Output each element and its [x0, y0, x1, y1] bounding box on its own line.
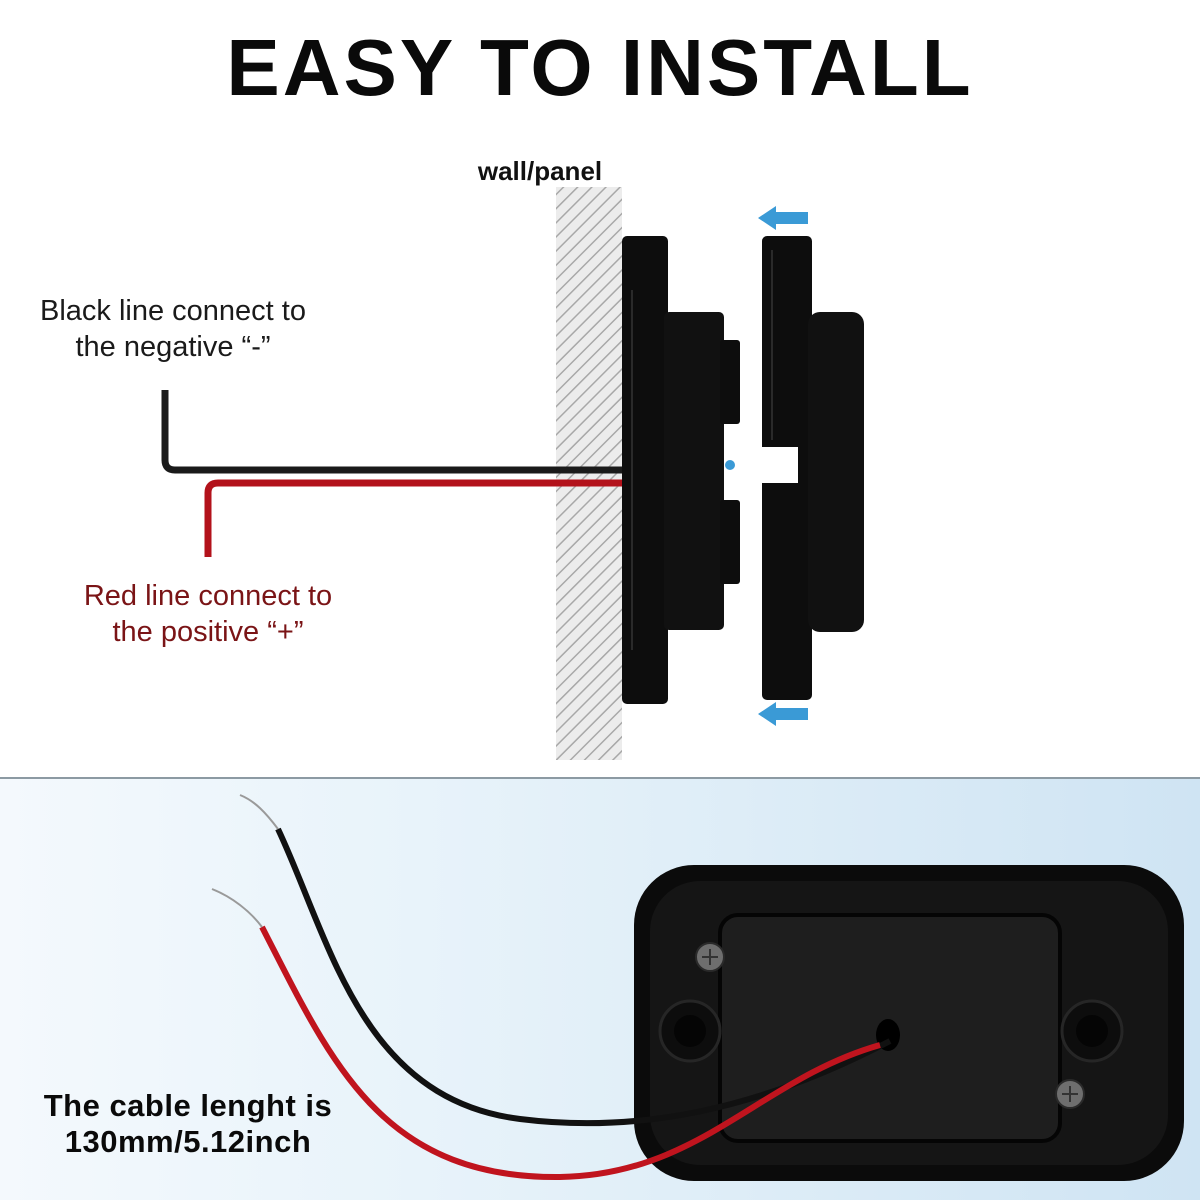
- red-cable-tip: [211, 888, 263, 928]
- product-back-illustration: [211, 794, 1184, 1181]
- red-line-note: Red line connect to the positive “+”: [58, 578, 358, 651]
- cable-length-note: The cable lenght is 130mm/5.12inch: [8, 1088, 368, 1159]
- black-note-line-2: the negative “-”: [75, 331, 271, 364]
- black-cable-tip: [239, 794, 279, 830]
- red-wire: [204, 479, 625, 557]
- cable-note-line-1: The cable lenght is: [43, 1088, 333, 1123]
- black-wire: [161, 390, 625, 474]
- black-line-note: Black line connect to the negative “-”: [8, 293, 338, 366]
- cable-note-line-2: 130mm/5.12inch: [64, 1123, 312, 1159]
- page-title: EASY TO INSTALL: [226, 23, 974, 112]
- red-cable: [259, 925, 881, 1181]
- rear-housing: [622, 236, 740, 704]
- screw-icon: [695, 942, 725, 972]
- socket-housing-back: [634, 865, 1184, 1181]
- front-cover: [762, 236, 864, 700]
- black-note-line-1: Black line connect to: [40, 295, 306, 327]
- section-divider: [0, 777, 1200, 779]
- arrow-left-icon: [758, 702, 808, 726]
- red-note-line-2: the positive “+”: [112, 616, 304, 649]
- black-cable: [275, 827, 892, 1127]
- screw-icon: [1055, 1079, 1085, 1109]
- cable-section: [0, 779, 1200, 1200]
- wall-panel-label: wall/panel: [477, 156, 603, 186]
- installation-diagram: [161, 187, 864, 760]
- red-note-line-1: Red line connect to: [83, 580, 333, 612]
- arrow-left-icon: [758, 206, 808, 230]
